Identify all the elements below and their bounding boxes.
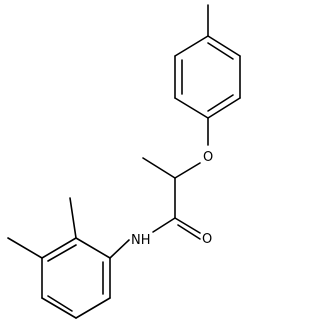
carbonyl-to-nitrogen-bond [152, 217, 176, 233]
carbonyl-double-bond [177, 224, 201, 240]
methyl-bond-ch [142, 157, 176, 179]
amide-nh-label: NH [131, 233, 151, 248]
molecule-structure: O O NH [7, 4, 241, 319]
methyl-bond-meta [7, 237, 43, 259]
carbonyl-double-bond [174, 217, 201, 234]
carbonyl-oxygen-label: O [202, 232, 212, 247]
ring-bond [207, 35, 241, 57]
ring-double-bond [207, 42, 234, 60]
dimethylphenyl-ring [7, 197, 111, 319]
ring-bond [75, 297, 111, 319]
ring-double-bond [47, 295, 73, 312]
ring-bond [75, 237, 111, 259]
structure-canvas: O O NH [7, 4, 241, 319]
ring-bond [41, 297, 77, 319]
methyl-bond-ortho [69, 197, 77, 239]
ether-oxygen-label: O [203, 150, 213, 165]
ring-bond [41, 237, 77, 259]
ring-bond [174, 97, 209, 119]
ring-bond [174, 35, 209, 57]
ring-double-bond [47, 244, 77, 262]
ring-bond [207, 97, 241, 119]
ring-double-bond [207, 94, 234, 112]
nitrogen-to-ring-bond [109, 239, 130, 259]
tolyl-ring [174, 4, 241, 119]
oxygen-to-ch-bond [174, 162, 201, 179]
